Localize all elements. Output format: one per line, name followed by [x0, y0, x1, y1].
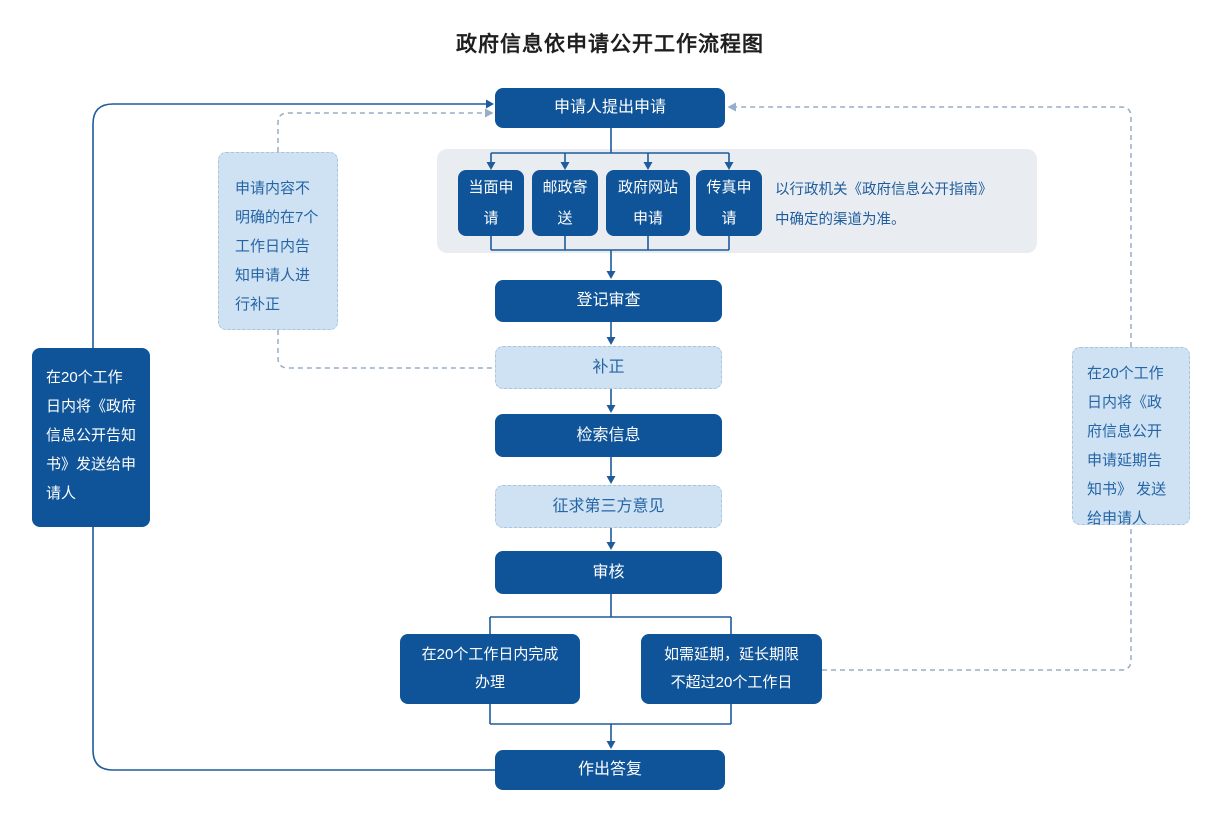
node-channel-fax: 传真申请	[696, 170, 762, 236]
note-extension-notice: 在20个工作日内将《政府信息公开申请延期告知书》 发送给申请人	[1072, 347, 1190, 527]
node-channel-postal: 邮政寄送	[532, 170, 598, 236]
node-channel-in-person: 当面申请	[458, 170, 524, 236]
extension-loop-lower	[822, 525, 1132, 671]
note-supplement-notice: 申请内容不明确的在7个工作日内告知申请人进行补正	[218, 152, 338, 330]
node-apply: 申请人提出申请	[495, 88, 725, 128]
node-third-party-opinion: 征求第三方意见	[495, 485, 722, 528]
channel-note: 以行政机关《政府信息公开指南》 中确定的渠道为准。	[775, 176, 1037, 235]
supplement-loop-lower	[277, 330, 495, 369]
node-review: 审核	[495, 551, 722, 594]
node-supplement: 补正	[495, 346, 722, 389]
node-complete-in-20-days: 在20个工作日内完成办理	[400, 634, 580, 704]
channel-note-line-2: 中确定的渠道为准。	[775, 211, 906, 228]
supplement-loop-upper	[277, 112, 485, 152]
node-register-review: 登记审查	[495, 280, 722, 322]
note-reply-notice: 在20个工作日内将《政府信息公开告知书》发送给申请人	[32, 348, 150, 527]
node-reply: 作出答复	[495, 750, 725, 790]
node-search-info: 检索信息	[495, 414, 722, 457]
channel-note-line-1: 以行政机关《政府信息公开指南》	[775, 182, 993, 198]
page-title: 政府信息依申请公开工作流程图	[456, 33, 764, 56]
node-channel-website: 政府网站申请	[606, 170, 690, 236]
node-extension: 如需延期，延长期限不超过20个工作日	[641, 634, 822, 704]
